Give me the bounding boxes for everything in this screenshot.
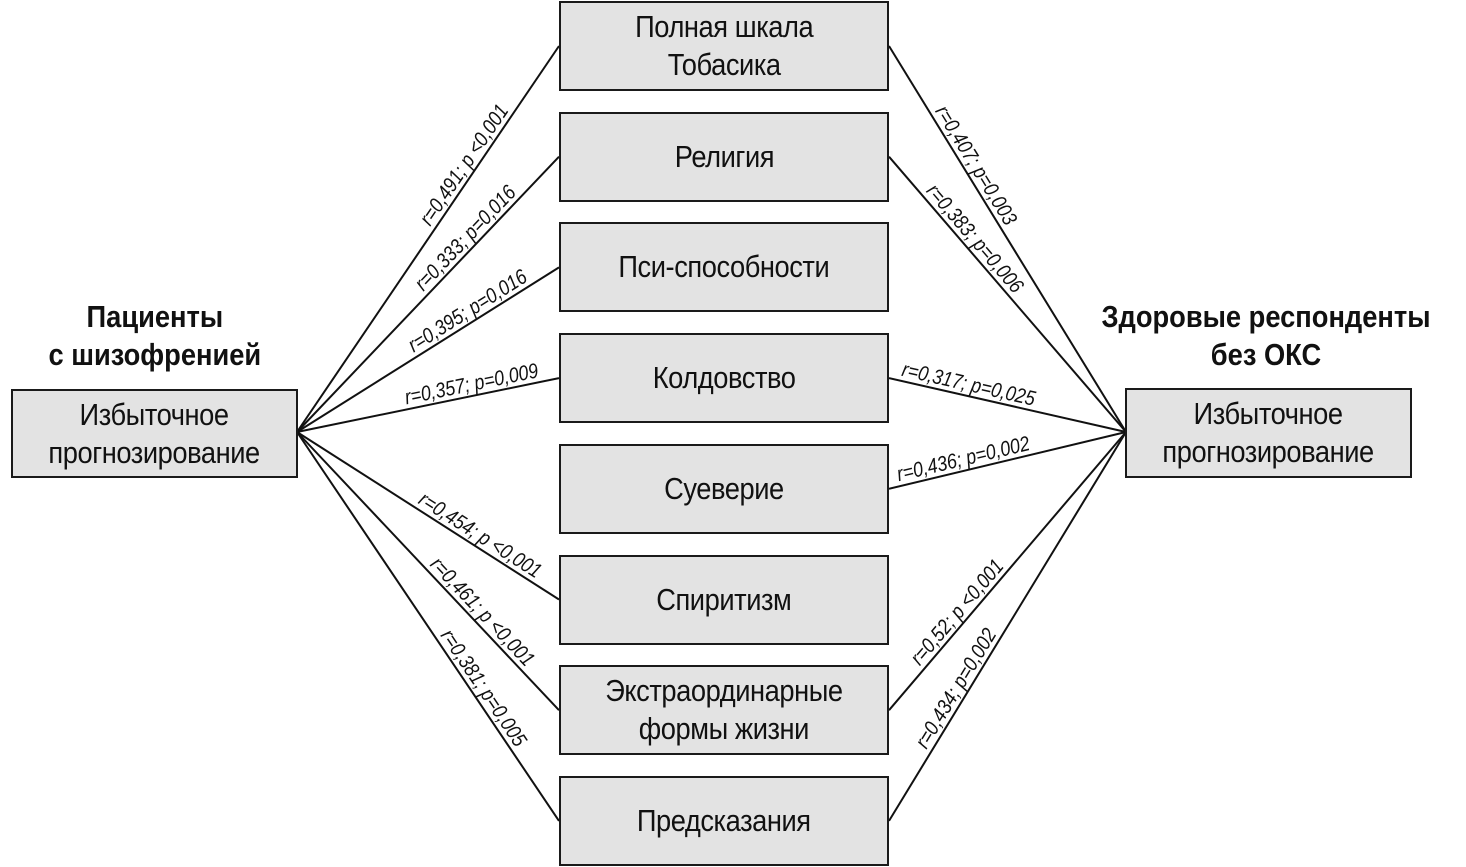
right-connection-line: [888, 431, 1127, 822]
center-box: Предсказания: [559, 775, 889, 866]
center-box: Суеверие: [559, 443, 889, 534]
center-box-label: Экстраординарные формы жизни: [605, 673, 843, 747]
right-connection-line: [888, 156, 1127, 433]
left-connection-line: [296, 431, 560, 711]
center-box: Колдовство: [559, 333, 889, 424]
right-correlation-label: r=0,52; p <0,001: [906, 555, 1009, 670]
center-box-label: Предсказания: [637, 802, 811, 838]
center-box: Спиритизм: [559, 554, 889, 645]
center-box: Экстраординарные формы жизни: [559, 665, 889, 756]
left-group-title-text: Пациенты с шизофренией: [48, 299, 262, 372]
right-connection-line: [888, 431, 1127, 490]
right-correlation-label: r=0,383; p=0,006: [921, 179, 1028, 298]
right-connection-line: [888, 377, 1127, 433]
left-connection-line: [296, 377, 560, 433]
center-box: Религия: [559, 111, 889, 202]
center-box-label: Суеверие: [664, 470, 784, 506]
left-connection-line: [296, 156, 560, 433]
right-group-title-text: Здоровые респонденты без ОКС: [1101, 299, 1431, 372]
left-connection-line: [296, 45, 560, 433]
left-source-box-label: Избыточное прогнозирование: [48, 396, 261, 470]
right-group-title: Здоровые респонденты без ОКС: [1066, 298, 1466, 374]
center-box-label: Религия: [674, 138, 774, 174]
center-box-label: Полная шкала Тобасика: [634, 9, 814, 82]
left-source-box: Избыточное прогнозирование: [11, 389, 298, 478]
left-connection-line: [296, 431, 560, 601]
right-correlation-label: r=0,436; p=0,002: [895, 432, 1033, 487]
left-connection-line: [296, 266, 560, 433]
center-box-label: Спиритизм: [656, 581, 792, 617]
right-source-box: Избыточное прогнозирование: [1125, 388, 1412, 478]
center-box: Полная шкала Тобасика: [559, 1, 889, 91]
left-correlation-label: r=0,357; p=0,009: [403, 359, 541, 410]
center-box-label: Пси-способности: [618, 249, 830, 285]
right-source-box-label: Избыточное прогнозирование: [1162, 396, 1375, 469]
center-box-label: Колдовство: [652, 360, 796, 396]
left-connection-line: [296, 431, 560, 822]
center-box: Пси-способности: [559, 222, 889, 313]
right-connection-line: [888, 431, 1127, 711]
right-correlation-label: r=0,317; p=0,025: [900, 358, 1038, 411]
right-connection-line: [888, 45, 1127, 433]
left-group-title: Пациенты с шизофренией: [0, 298, 310, 374]
